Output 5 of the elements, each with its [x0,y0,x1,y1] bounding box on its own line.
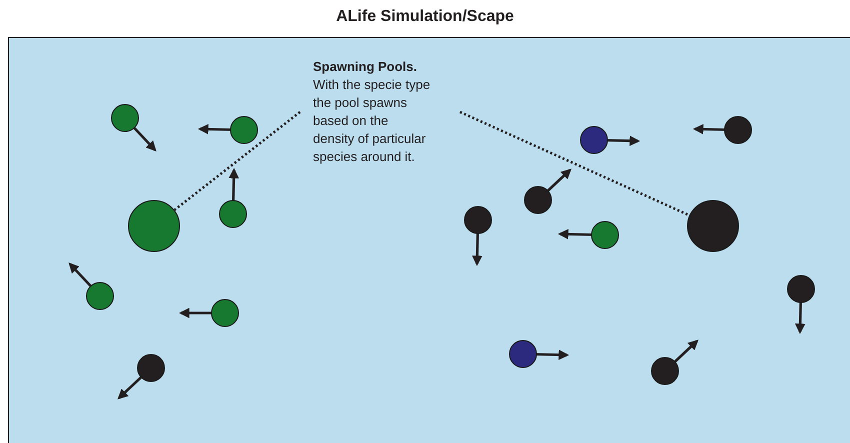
leader-line [174,111,301,211]
panel-heading: ALife Simulation/Scape [335,8,515,26]
leader-line [459,110,690,216]
callout-text: With the specie type the pool spawns based on the density of particular species around it. [313,76,432,166]
callout-heading: Spawning Pools. [313,58,418,76]
